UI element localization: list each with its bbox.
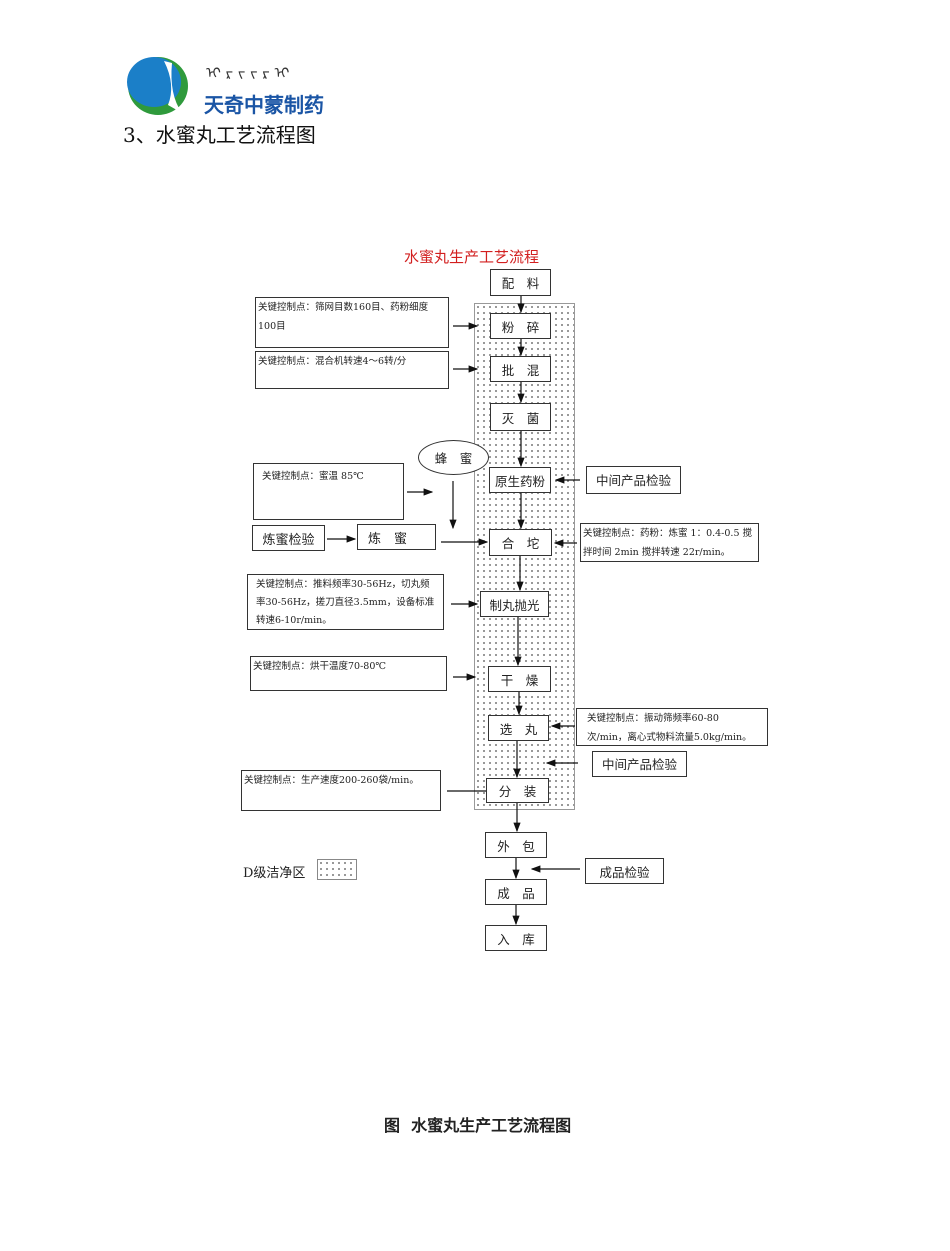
step-sterilization: 灭 菌 <box>490 403 551 431</box>
intermediate-inspection-1: 中间产品检验 <box>586 466 681 494</box>
diagram-title: 水蜜丸生产工艺流程 <box>404 248 540 266</box>
control-point-packing: 关键控制点：生产速度200-260袋/min。 <box>241 770 441 811</box>
honey-ellipse: 蜂 蜜 <box>418 440 489 475</box>
intermediate-inspection-2: 中间产品检验 <box>592 751 687 777</box>
step-pill-selection: 选 丸 <box>488 715 549 741</box>
control-point-crushing: 关键控制点：筛网目数160目、药粉细度100目 <box>255 297 449 348</box>
step-warehousing: 入 库 <box>485 925 547 951</box>
step-batching: 配 料 <box>490 269 551 296</box>
step-finished-product: 成 品 <box>485 879 547 905</box>
control-point-pill-making: 关键控制点：推料频率30-56Hz，切丸频率30-56Hz，搓刀直径3.5mm，… <box>247 574 444 630</box>
company-name: 天奇中蒙制药 <box>204 93 324 117</box>
control-point-mixing: 关键控制点：混合机转速4～6转/分 <box>255 351 449 389</box>
control-point-dough: 关键控制点：药粉：炼蜜 1：0.4-0.5 搅拌时间 2min 搅拌转速 22r… <box>580 523 759 562</box>
step-raw-powder: 原生药粉 <box>489 467 551 493</box>
step-drying: 干 燥 <box>488 666 551 692</box>
honey-refining-check: 炼蜜检验 <box>252 525 325 551</box>
legend-label: D级洁净区 <box>243 866 306 881</box>
control-point-honey-temp: 关键控制点：蜜温 85℃ <box>253 463 404 520</box>
legend-swatch <box>317 859 357 880</box>
company-logo: ᡳ ᠷ ᡪ ᡪ ᠷ ᠢ 天奇中蒙制药 <box>124 55 339 117</box>
honey-refining: 炼 蜜 <box>357 524 436 550</box>
step-crushing: 粉 碎 <box>490 313 551 339</box>
section-heading: 3、水蜜丸工艺流程图 <box>123 123 316 147</box>
step-mixing: 批 混 <box>490 356 551 382</box>
step-pill-polishing: 制丸抛光 <box>480 591 549 617</box>
step-dough: 合 坨 <box>489 529 552 556</box>
control-point-selection: 关键控制点：振动筛频率60-80次/min，离心式物料流量5.0kg/min。 <box>576 708 768 746</box>
figure-caption: 图 水蜜丸生产工艺流程图 <box>384 1116 572 1135</box>
control-point-drying: 关键控制点：烘干温度70-80℃ <box>250 656 447 691</box>
finished-product-inspection: 成品检验 <box>585 858 664 884</box>
step-outer-packing: 外 包 <box>485 832 547 858</box>
step-packing: 分 装 <box>486 778 549 803</box>
logo-emblem-icon <box>127 57 188 115</box>
mongolian-script: ᡳ ᠷ ᡪ ᡪ ᠷ ᠢ <box>206 64 290 82</box>
